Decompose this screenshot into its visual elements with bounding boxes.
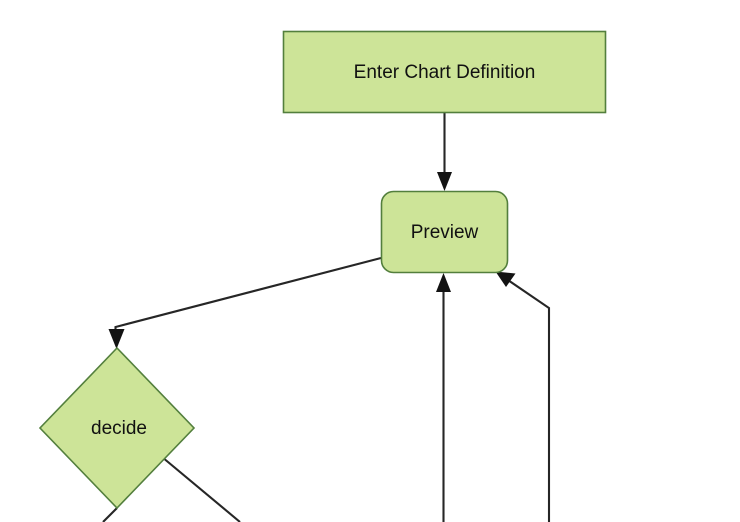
node-rectangle-shape [282,30,607,114]
edge-line [114,256,382,338]
arrow-head-icon [436,273,451,292]
edge-line [102,507,118,522]
edge-bottom-center-to-preview [436,273,451,522]
edge-line [161,456,241,522]
node-enter-chart-definition[interactable]: Enter Chart Definition [282,30,607,114]
edge-line [504,277,551,522]
node-diamond-shape [38,346,196,510]
edge-bottom-right-to-preview [495,271,551,522]
node-decide[interactable]: decide [38,346,196,510]
arrow-head-icon [495,271,516,287]
edge-decide-out-right [161,456,241,522]
edge-enter-to-preview [437,113,452,191]
edge-decide-out-left [102,507,118,522]
node-preview[interactable]: Preview [380,190,509,274]
edge-preview-to-decide [108,256,382,349]
arrow-head-icon [108,329,125,349]
node-rounded-rectangle-shape [380,190,509,274]
arrow-head-icon [437,172,452,191]
